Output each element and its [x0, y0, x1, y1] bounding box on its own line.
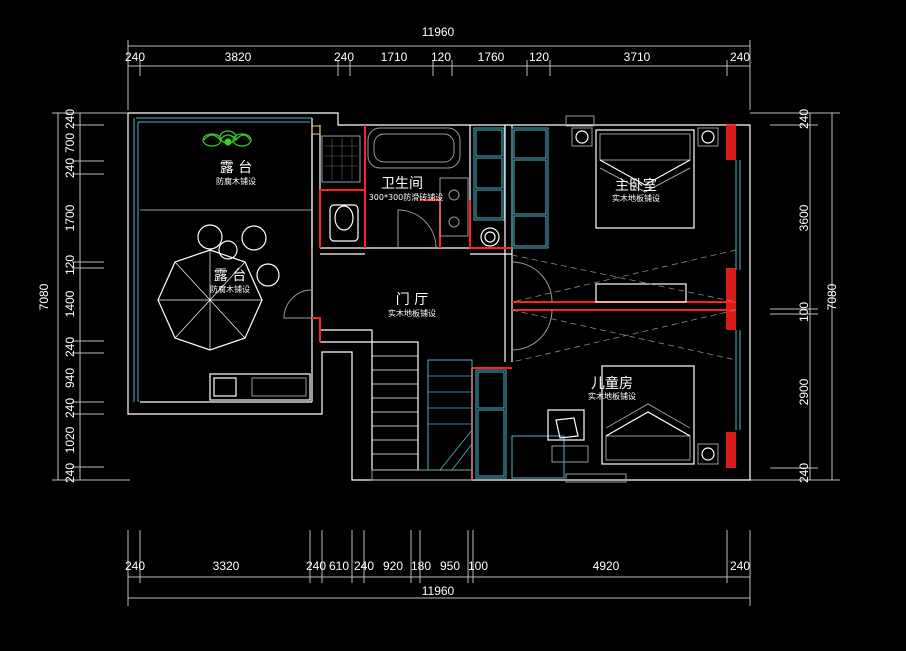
- left-seg-2: 240: [63, 158, 77, 178]
- left-dimension-lines: [52, 112, 130, 481]
- master-bedroom-name: 主卧室: [615, 177, 657, 194]
- bottom-seg-10: 240: [730, 559, 750, 573]
- terrace-furniture: [157, 224, 313, 401]
- right-seg-0: 240: [797, 109, 811, 129]
- top-segment-labels: 240 3820 240 1710 120 1760 120 3710 240: [125, 50, 750, 64]
- kids-room-name: 儿童房: [591, 375, 633, 392]
- left-segment-labels: 240 700 240 1700 120 1400 240 940 240 10…: [63, 109, 77, 483]
- left-seg-0: 240: [63, 109, 77, 129]
- bottom-total-dimension: 11960: [422, 584, 455, 598]
- terrace-top-finish: 防腐木铺设: [216, 176, 256, 186]
- left-seg-8: 240: [63, 398, 77, 418]
- bottom-seg-4: 240: [354, 559, 374, 573]
- right-seg-2: 100: [797, 302, 811, 322]
- master-bedroom-finish: 实木地板铺设: [612, 193, 660, 203]
- bottom-seg-7: 950: [440, 559, 460, 573]
- bottom-seg-6: 180: [411, 559, 431, 573]
- bathroom-finish: 300*300防滑砖铺设: [369, 192, 444, 202]
- bottom-segment-labels: 240 3320 240 610 240 920 180 950 100 492…: [125, 559, 750, 573]
- right-seg-3: 2900: [797, 378, 811, 405]
- staircase: [371, 341, 473, 481]
- yellow-marker: [311, 125, 321, 135]
- red-column-mid: [726, 268, 736, 330]
- terrace-top-name: 露 台: [220, 160, 252, 176]
- left-seg-10: 240: [63, 463, 77, 483]
- hall-finish: 实木地板铺设: [388, 308, 436, 318]
- top-seg-3: 1710: [381, 50, 408, 64]
- terrace-bottom-name: 露 台: [214, 268, 246, 284]
- top-seg-7: 3710: [624, 50, 651, 64]
- right-seg-1: 3600: [797, 204, 811, 231]
- left-seg-1: 700: [63, 133, 77, 153]
- left-seg-7: 940: [63, 368, 77, 388]
- terrace-bottom-finish: 防腐木铺设: [210, 284, 250, 294]
- interior-walls: [311, 125, 736, 362]
- bottom-seg-3: 610: [329, 559, 349, 573]
- right-seg-4: 240: [797, 463, 811, 483]
- kids-bed: [547, 365, 719, 483]
- left-total-dimension: 7080: [37, 283, 51, 310]
- top-seg-4: 120: [431, 50, 451, 64]
- right-dimension-lines: [750, 112, 840, 481]
- left-seg-6: 240: [63, 337, 77, 357]
- left-seg-3: 1700: [63, 204, 77, 231]
- top-seg-0: 240: [125, 50, 145, 64]
- top-total-dimension: 11960: [422, 25, 455, 39]
- top-seg-2: 240: [334, 50, 354, 64]
- red-column-top: [726, 124, 736, 160]
- top-dimension-lines: [127, 40, 751, 110]
- right-segment-labels: 240 3600 100 2900 240: [797, 109, 811, 483]
- bottom-seg-5: 920: [383, 559, 403, 573]
- top-seg-8: 240: [730, 50, 750, 64]
- bottom-dimension-lines: [127, 530, 751, 606]
- left-seg-5: 1400: [63, 290, 77, 317]
- bottom-seg-2: 240: [306, 559, 326, 573]
- master-bed: [565, 115, 719, 303]
- left-seg-9: 1020: [63, 426, 77, 453]
- dashed-guides: [511, 249, 737, 363]
- hall-name: 门 厅: [396, 292, 428, 308]
- bottom-seg-8: 100: [468, 559, 488, 573]
- red-column-bot: [726, 432, 736, 468]
- top-seg-6: 120: [529, 50, 549, 64]
- right-total-dimension: 7080: [825, 283, 839, 310]
- bathroom-name: 卫生间: [381, 176, 423, 192]
- wardrobes: [473, 127, 565, 479]
- kids-room-finish: 实木地板铺设: [588, 391, 636, 401]
- top-seg-5: 1760: [478, 50, 505, 64]
- bottom-seg-0: 240: [125, 559, 145, 573]
- bottom-seg-9: 4920: [593, 559, 620, 573]
- bathroom-fixtures: [311, 125, 469, 249]
- left-seg-4: 120: [63, 255, 77, 275]
- top-seg-1: 3820: [225, 50, 252, 64]
- bottom-seg-1: 3320: [213, 559, 240, 573]
- plant-icon: [202, 130, 252, 147]
